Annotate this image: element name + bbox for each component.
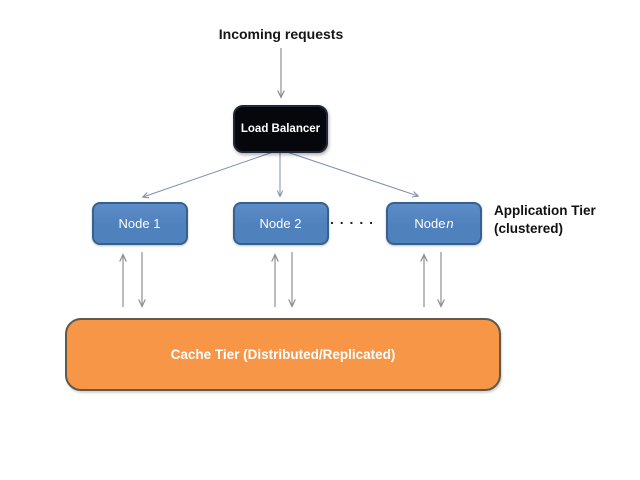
arrow-lb-to-noden xyxy=(283,150,418,196)
incoming-requests-label: Incoming requests xyxy=(218,26,344,42)
cache-tier-label: Cache Tier (Distributed/Replicated) xyxy=(170,347,396,362)
arrow-lb-to-node1 xyxy=(143,150,277,197)
cache-tier-box: Cache Tier (Distributed/Replicated) xyxy=(65,318,501,391)
node-n-box: Node n xyxy=(386,202,482,245)
node-n-label: Node xyxy=(414,216,446,231)
node-1-label: Node 1 xyxy=(118,216,161,231)
node-n-label-italic: n xyxy=(446,216,454,231)
node-1-box: Node 1 xyxy=(92,202,188,245)
application-tier-label: Application Tier (clustered) xyxy=(494,202,596,237)
node-2-label: Node 2 xyxy=(259,216,302,231)
ellipsis-dots: . . . . . xyxy=(330,211,375,227)
application-tier-label-line2: (clustered) xyxy=(494,220,564,236)
application-tier-label-line1: Application Tier xyxy=(494,203,596,218)
load-balancer-label: Load Balancer xyxy=(240,123,321,135)
node-2-box: Node 2 xyxy=(233,202,329,245)
load-balancer-box: Load Balancer xyxy=(233,105,328,153)
